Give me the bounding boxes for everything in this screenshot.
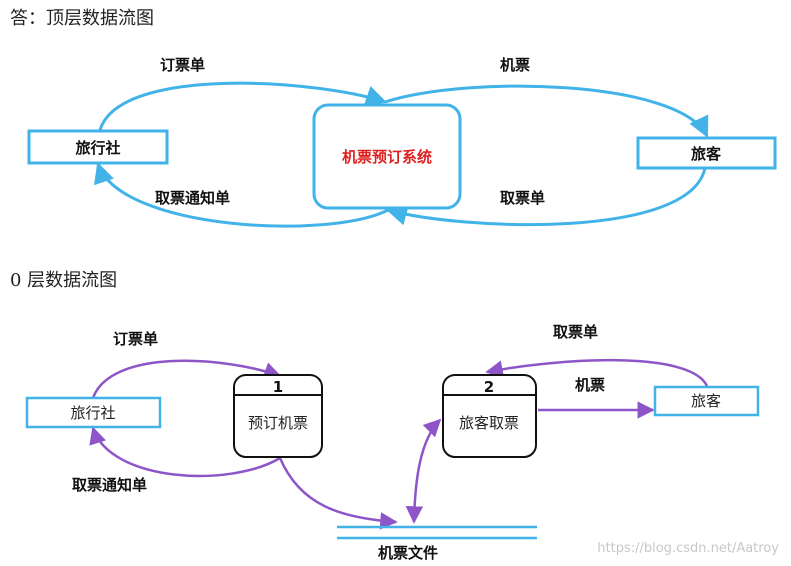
top-flow-order-label: 订票单 [160, 56, 205, 74]
l0-datastore-label: 机票文件 [378, 544, 438, 562]
level0-diagram-heading: 0 层数据流图 [10, 270, 118, 291]
top-entity-travel-agency-label: 旅行社 [75, 139, 120, 157]
top-entity-passenger-box [636, 136, 777, 170]
l0-flow-pickup-form-arrow [485, 359, 709, 387]
watermark-text: https://blog.csdn.net/Aatroy [597, 541, 779, 556]
top-flow-order-arrow [98, 81, 387, 131]
l0-entity-travel-agency-box [25, 396, 162, 429]
l0-flow-order-arrow [91, 359, 282, 399]
l0-flow-pickup-form-label: 取票单 [553, 323, 598, 341]
l0-entity-passenger-box [653, 385, 760, 417]
l0-entity-travel-agency-label: 旅行社 [70, 404, 115, 422]
top-flow-pickup-form-label: 取票单 [500, 189, 545, 207]
top-system-process-box [312, 103, 462, 210]
level0-diagram: 旅行社 旅客 1 预订机票 2 旅客取票 机票文件 订票单 取票通知单 取票单 … [25, 323, 760, 562]
top-flow-pickup-notice-arrow [94, 162, 389, 228]
top-flow-ticket-arrow [384, 84, 709, 138]
top-diagram-heading: 答：顶层数据流图 [10, 8, 154, 29]
l0-flow-pickup-notice-label: 取票通知单 [72, 476, 147, 494]
top-level-diagram: 旅行社 旅客 机票预订系统 订票单 机票 取票通知单 取票单 [27, 56, 777, 228]
l0-process1-name: 预订机票 [248, 414, 308, 432]
top-system-process-label: 机票预订系统 [342, 148, 432, 166]
top-flow-pickup-notice-label: 取票通知单 [155, 189, 230, 207]
l0-flow-pickup-notice-arrow [89, 426, 281, 478]
l0-process1-number: 1 [273, 378, 283, 396]
l0-entity-passenger-label: 旅客 [691, 392, 721, 410]
top-entity-travel-agency-box [27, 129, 169, 165]
l0-flow-datastore-process2-arrow [405, 418, 442, 524]
top-flow-ticket-label: 机票 [500, 56, 530, 74]
top-entity-passenger-label: 旅客 [691, 145, 722, 163]
l0-process2-number: 2 [484, 378, 494, 396]
top-flow-pickup-form-arrow [385, 167, 707, 227]
l0-flow-to-datastore-arrow [278, 457, 398, 530]
l0-flow-order-label: 订票单 [113, 330, 158, 348]
l0-flow-ticket-label: 机票 [575, 376, 605, 394]
l0-process2-name: 旅客取票 [459, 414, 519, 432]
